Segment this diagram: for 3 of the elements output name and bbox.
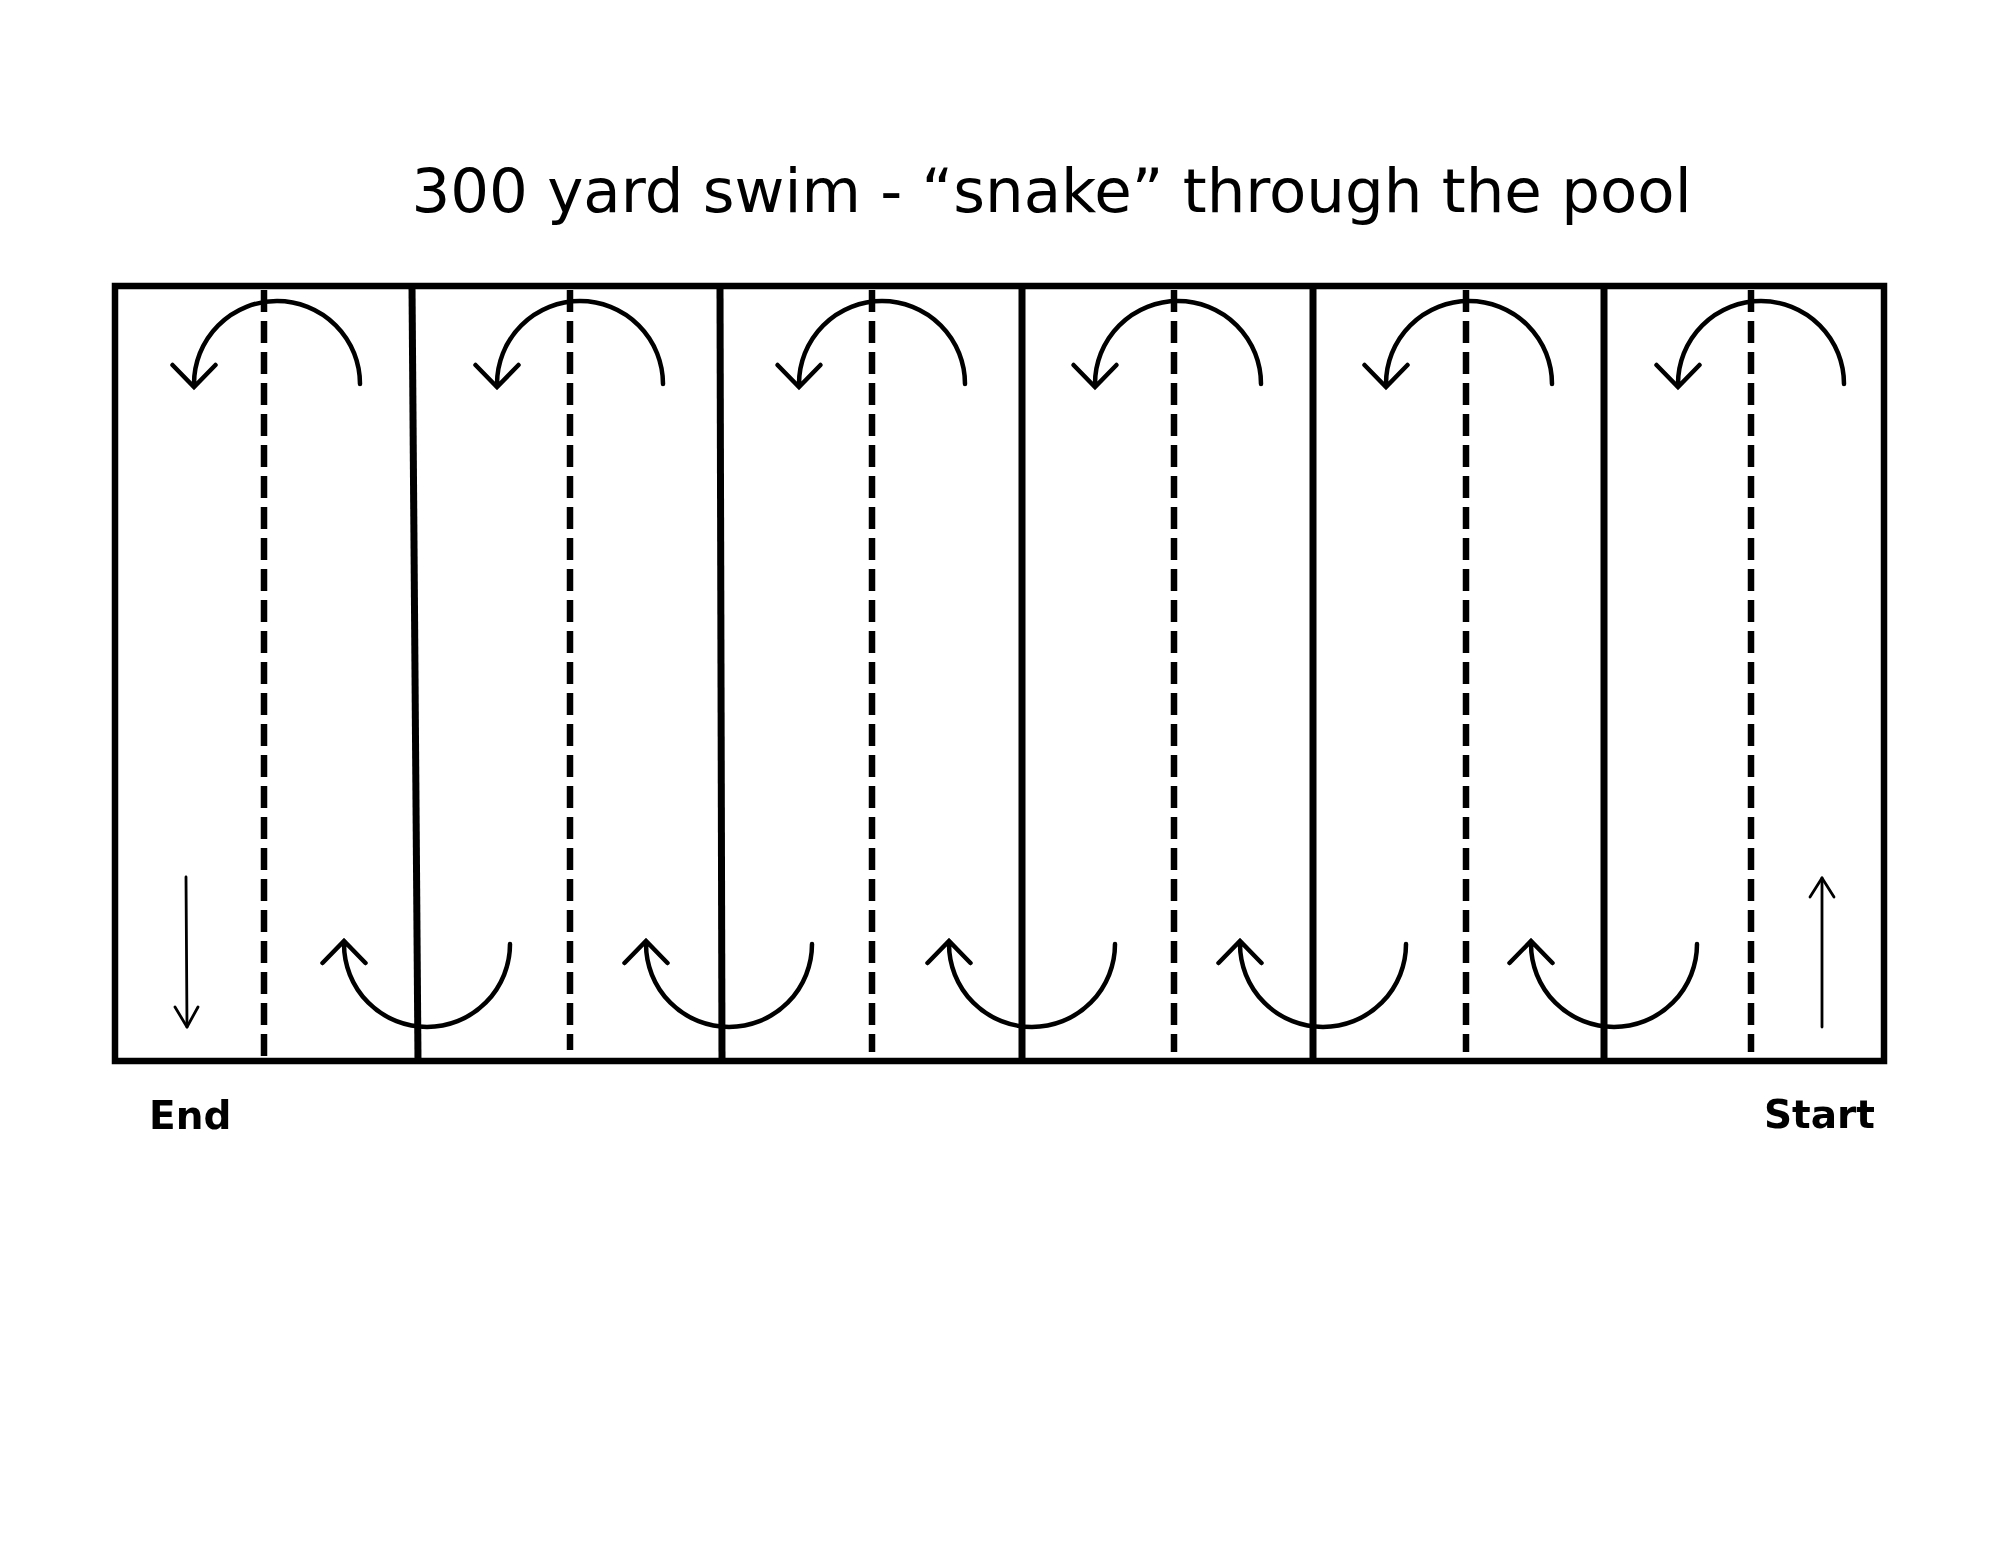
diagram-title: 300 yard swim - “snake” through the pool [411, 155, 1692, 226]
position-label: End [149, 1093, 232, 1139]
position-label: Start [1764, 1092, 1875, 1138]
